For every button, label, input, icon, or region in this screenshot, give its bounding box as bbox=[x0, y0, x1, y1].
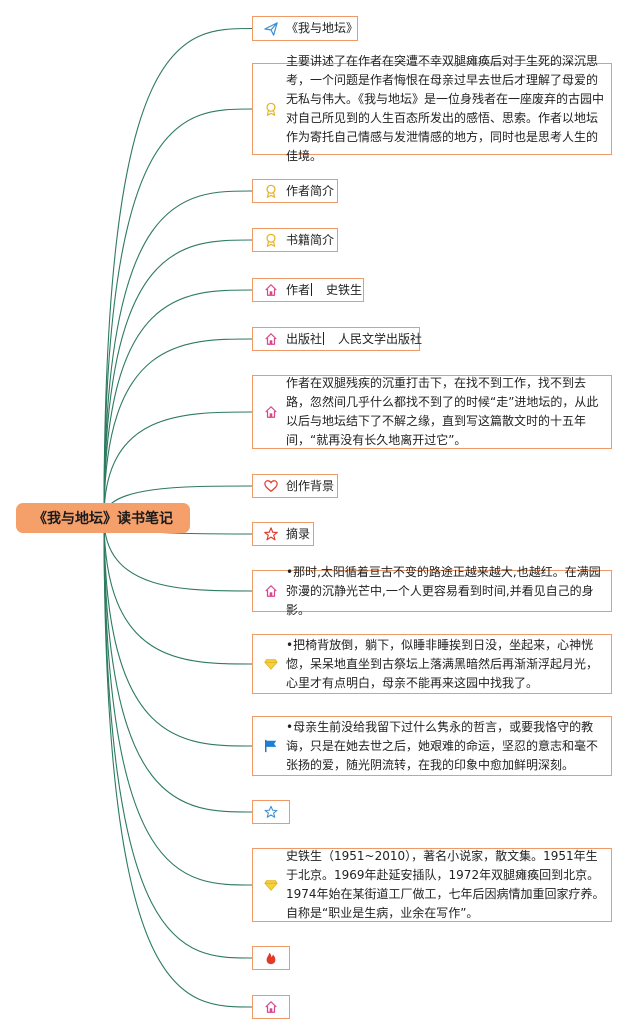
branch-creation-background[interactable]: 创作背景 bbox=[252, 474, 338, 498]
branch-excerpt-2[interactable]: •把椅背放倒，躺下，似睡非睡挨到日没，坐起来，心神恍惚，呆呆地直坐到古祭坛上落满… bbox=[252, 634, 612, 694]
award-ribbon-icon bbox=[263, 101, 279, 117]
house-icon bbox=[263, 331, 279, 347]
branch-label: 作者 bbox=[286, 282, 311, 297]
branch-text: 书籍简介 bbox=[286, 232, 335, 247]
branch-text: •那时,太阳循着亘古不变的路途正越来越大,也越红。在满园弥漫的沉静光芒中,一个人… bbox=[286, 564, 601, 617]
branch-empty-fire[interactable] bbox=[252, 946, 290, 970]
flag-icon bbox=[263, 738, 279, 754]
diamond-icon bbox=[263, 877, 279, 893]
branch-text: 主要讲述了在作者在突遭不幸双腿瘫痪后对于生死的深沉思考，一个问题是作者悔恨在母亲… bbox=[286, 54, 605, 163]
branch-text: 摘录 bbox=[286, 526, 311, 541]
house-icon bbox=[263, 583, 279, 599]
branch-author[interactable]: 作者史铁生 bbox=[252, 278, 364, 302]
award-ribbon-icon bbox=[263, 183, 279, 199]
branch-text: •把椅背放倒，躺下，似睡非睡挨到日没，坐起来，心神恍惚，呆呆地直坐到古祭坛上落满… bbox=[286, 637, 599, 690]
connector-line-1 bbox=[103, 108, 253, 519]
branch-book-intro[interactable]: 书籍简介 bbox=[252, 228, 338, 252]
root-topic[interactable]: 《我与地坛》读书笔记 bbox=[16, 503, 190, 533]
paper-plane-icon bbox=[263, 21, 279, 37]
connector-line-9 bbox=[103, 517, 253, 592]
connector-line-3 bbox=[103, 239, 253, 519]
award-ribbon-icon bbox=[263, 232, 279, 248]
branch-text: 创作背景 bbox=[286, 478, 335, 493]
connector-line-10 bbox=[103, 517, 253, 665]
house-icon bbox=[263, 282, 279, 298]
branch-excerpts[interactable]: 摘录 bbox=[252, 522, 314, 546]
star-outline-icon bbox=[263, 526, 279, 542]
connector-line-11 bbox=[103, 517, 253, 747]
branch-value: 史铁生 bbox=[326, 282, 363, 297]
branch-empty-star[interactable] bbox=[252, 800, 290, 824]
house-icon bbox=[263, 999, 279, 1015]
branch-excerpt-1[interactable]: •那时,太阳循着亘古不变的路途正越来越大,也越红。在满园弥漫的沉静光芒中,一个人… bbox=[252, 565, 612, 617]
connector-line-4 bbox=[103, 289, 253, 519]
branch-value: 人民文学出版社 bbox=[338, 331, 423, 346]
root-title: 《我与地坛》读书笔记 bbox=[33, 511, 173, 527]
connector-line-0 bbox=[103, 27, 253, 519]
branch-book-title[interactable]: 《我与地坛》 bbox=[252, 16, 358, 41]
fire-icon bbox=[263, 950, 279, 966]
branch-empty-house[interactable] bbox=[252, 995, 290, 1019]
connector-line-13 bbox=[103, 517, 253, 886]
branch-text: 史铁生（1951~2010），著名小说家，散文集。1951年生于北京。1969年… bbox=[286, 849, 605, 920]
branch-background-text[interactable]: 作者在双腿残疾的沉重打击下，在找不到工作，找不到去路，忽然间几乎什么都找不到了的… bbox=[252, 375, 612, 449]
branch-author-intro[interactable]: 作者简介 bbox=[252, 179, 338, 203]
branch-excerpt-3[interactable]: •母亲生前没给我留下过什么隽永的哲言，或要我恪守的教诲，只是在她去世之后，她艰难… bbox=[252, 716, 612, 776]
star-small-icon bbox=[263, 804, 279, 820]
house-icon bbox=[263, 404, 279, 420]
connector-line-2 bbox=[103, 190, 253, 519]
branch-publisher[interactable]: 出版社人民文学出版社 bbox=[252, 327, 423, 351]
heart-icon bbox=[263, 478, 279, 494]
branch-text: •母亲生前没给我留下过什么隽永的哲言，或要我恪守的教诲，只是在她去世之后，她艰难… bbox=[286, 719, 599, 772]
branch-summary[interactable]: 主要讲述了在作者在突遭不幸双腿瘫痪后对于生死的深沉思考，一个问题是作者悔恨在母亲… bbox=[252, 54, 612, 163]
connector-line-14 bbox=[103, 517, 253, 959]
diamond-icon bbox=[263, 656, 279, 672]
connector-line-15 bbox=[103, 517, 253, 1008]
branch-text: 作者简介 bbox=[286, 183, 335, 198]
branch-text: 作者在双腿残疾的沉重打击下，在找不到工作，找不到去路，忽然间几乎什么都找不到了的… bbox=[286, 376, 599, 447]
branch-text: 《我与地坛》 bbox=[286, 21, 359, 35]
connector-line-5 bbox=[103, 338, 253, 519]
connector-line-6 bbox=[103, 411, 253, 519]
branch-author-bio[interactable]: 史铁生（1951~2010），著名小说家，散文集。1951年生于北京。1969年… bbox=[252, 848, 612, 922]
branch-label: 出版社 bbox=[286, 331, 323, 346]
connector-line-12 bbox=[103, 517, 253, 813]
